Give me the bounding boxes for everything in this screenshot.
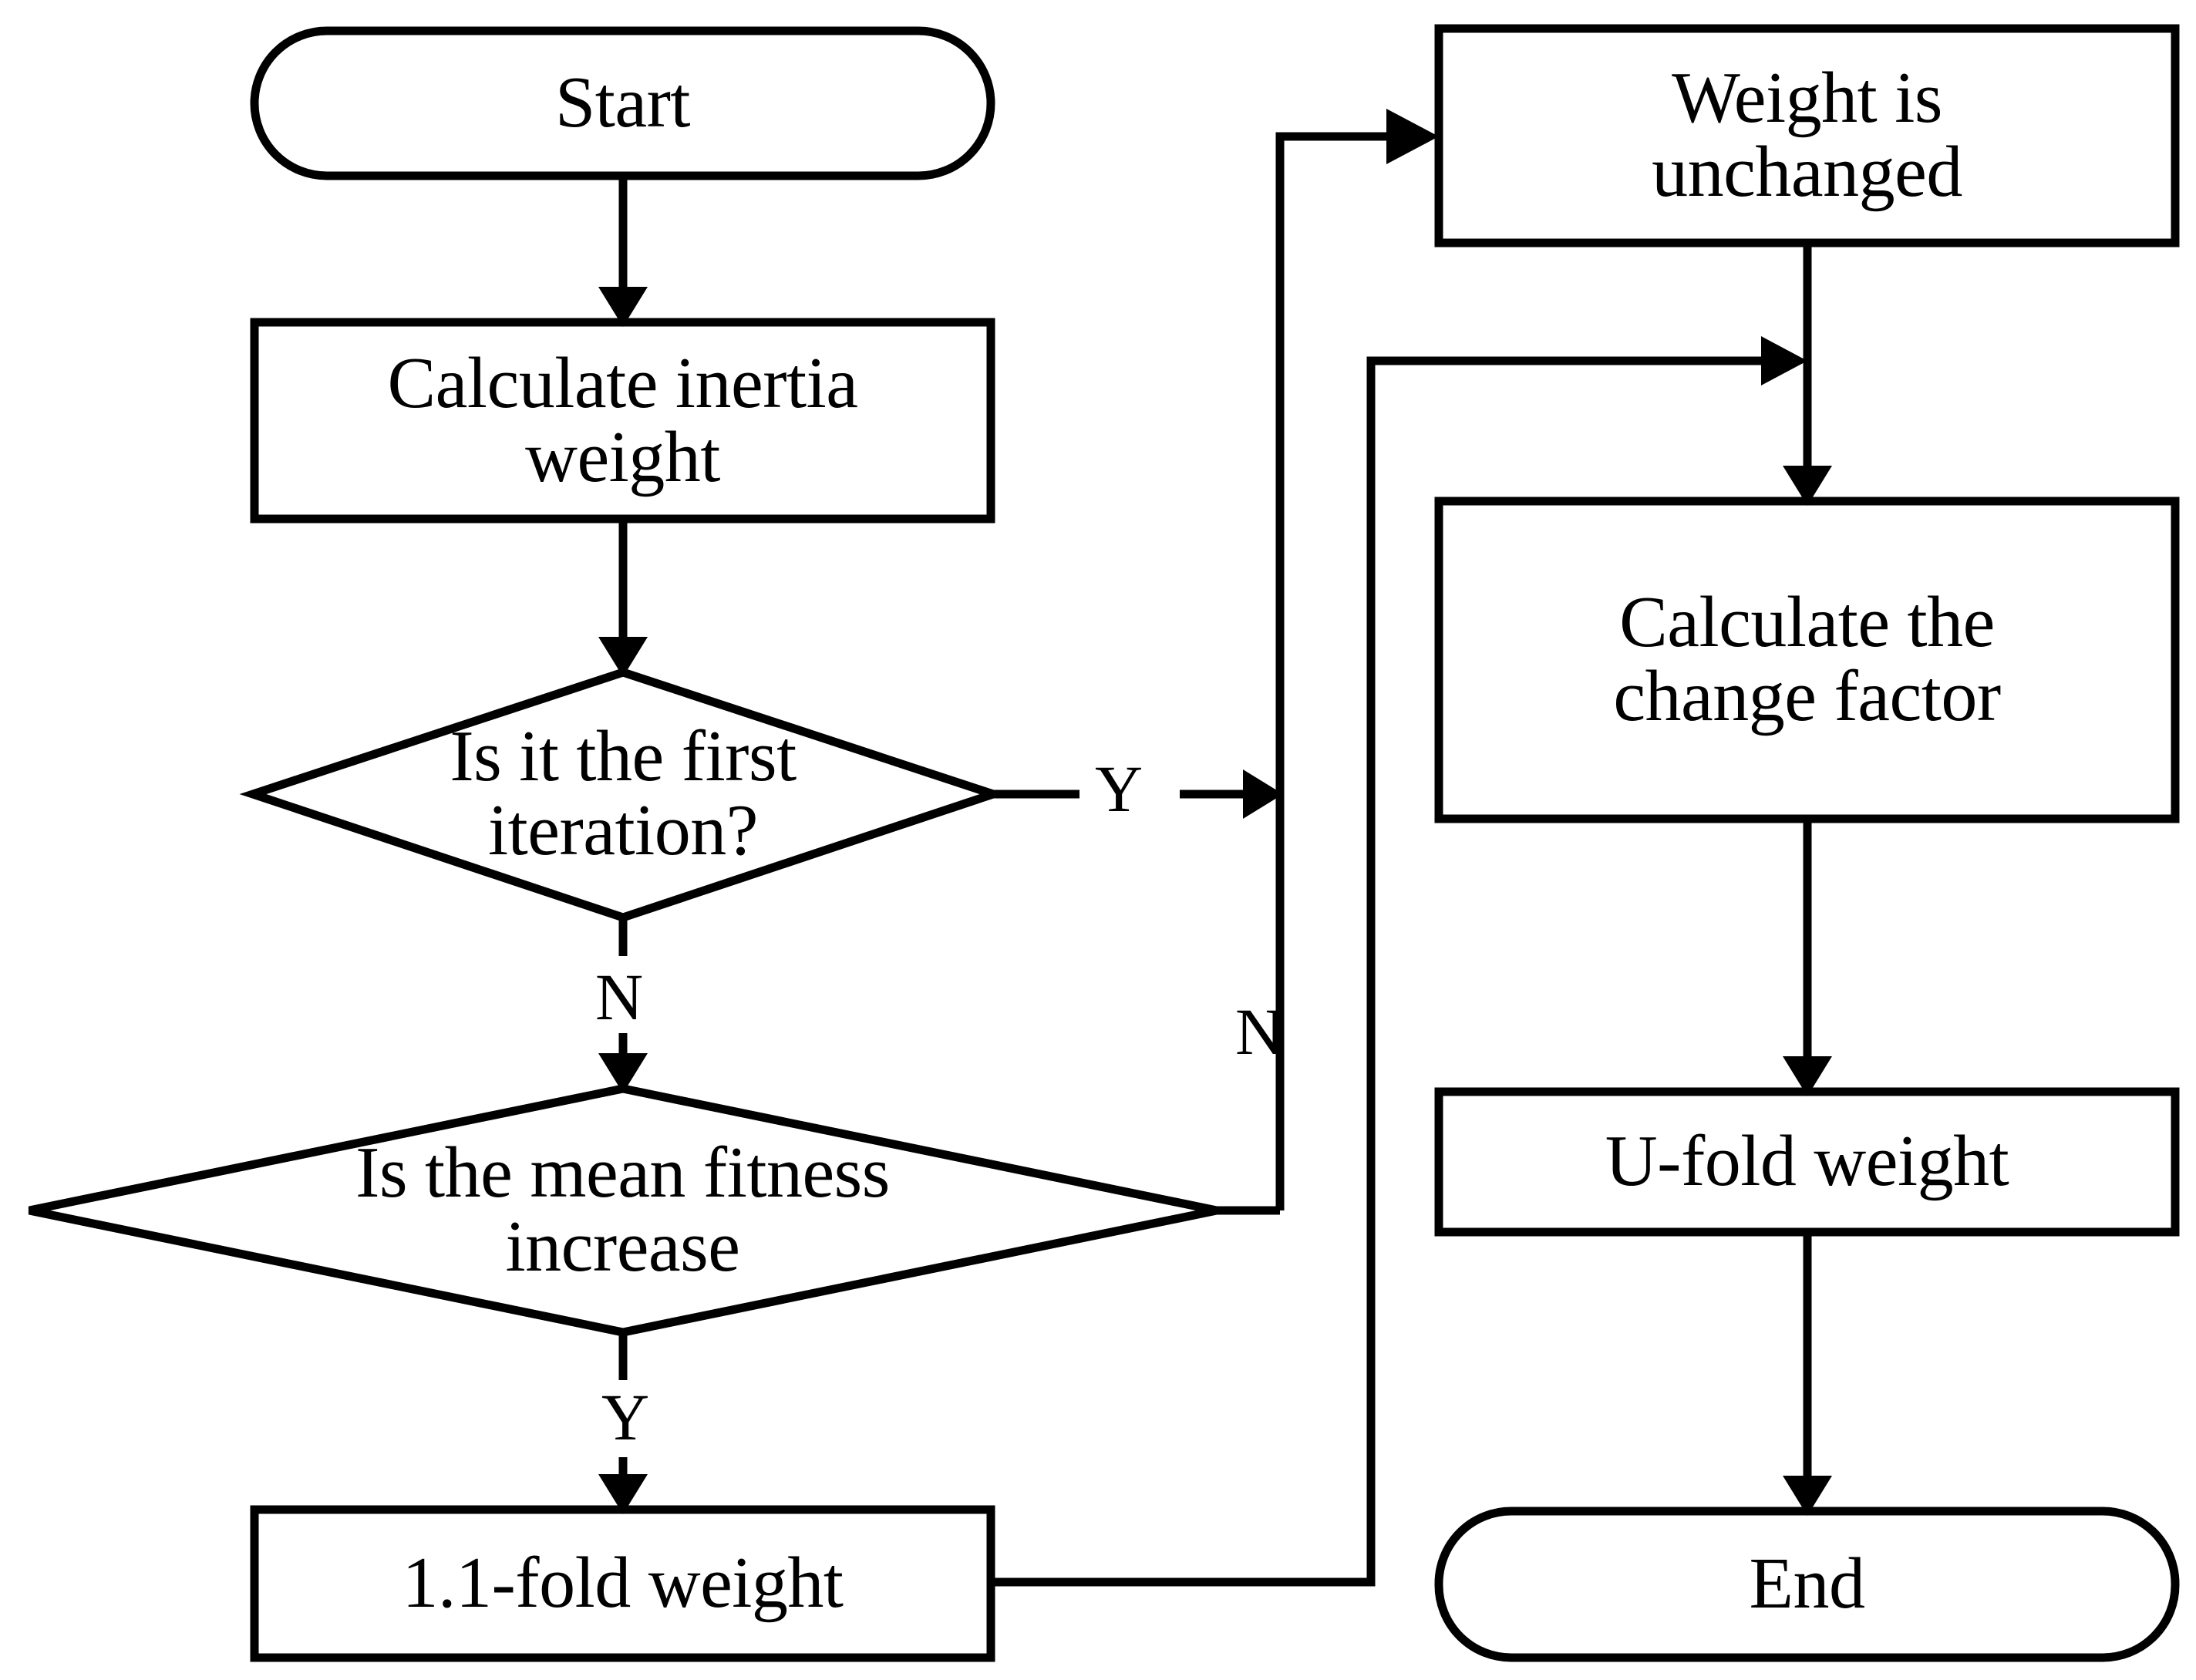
node-shape-calculate-inertia-weight[interactable] (250, 318, 995, 524)
edge-label-mean-fitness-no: N (1235, 995, 1284, 1069)
edge-1-1-fold-weight-to-change-factor (991, 336, 1807, 1587)
edge-start-to-calculate-inertia-weight (598, 176, 648, 327)
edge-first-iteration-yes-to-weight-is-unchanged (993, 769, 1283, 819)
edge-u-fold-weight-to-end (1783, 1232, 1832, 1516)
node-shape-is-it-the-first-iteration[interactable] (239, 668, 1007, 922)
node-shape-calculate-the-change-factor[interactable] (1434, 497, 2180, 823)
edge-label-first-iteration-yes: Y (1095, 752, 1143, 826)
node-shape-is-the-mean-fitness-increase[interactable] (28, 1084, 1218, 1337)
edge-weight-is-unchanged-to-calculate-the-change-factor (1783, 243, 1832, 506)
node-shape-start[interactable] (250, 26, 995, 180)
edge-first-iteration-no-to-mean-fitness (598, 917, 648, 1093)
edge-label-first-iteration-no: N (595, 960, 644, 1034)
edge-mean-fitness-yes-to-1-1-fold-weight (598, 1332, 648, 1514)
edge-calculate-inertia-weight-to-first-iteration (598, 519, 648, 677)
edge-calculate-the-change-factor-to-u-fold-weight (1783, 819, 1832, 1096)
node-shape-u-fold-weight[interactable] (1434, 1087, 2180, 1237)
node-shape-1-1-fold-weight[interactable] (250, 1505, 995, 1662)
edge-trunk-to-weight-is-unchanged (1275, 109, 1439, 1210)
node-shape-end[interactable] (1434, 1507, 2180, 1662)
edge-label-mean-fitness-yes: Y (601, 1380, 650, 1454)
node-shape-weight-is-unchanged[interactable] (1434, 24, 2180, 247)
